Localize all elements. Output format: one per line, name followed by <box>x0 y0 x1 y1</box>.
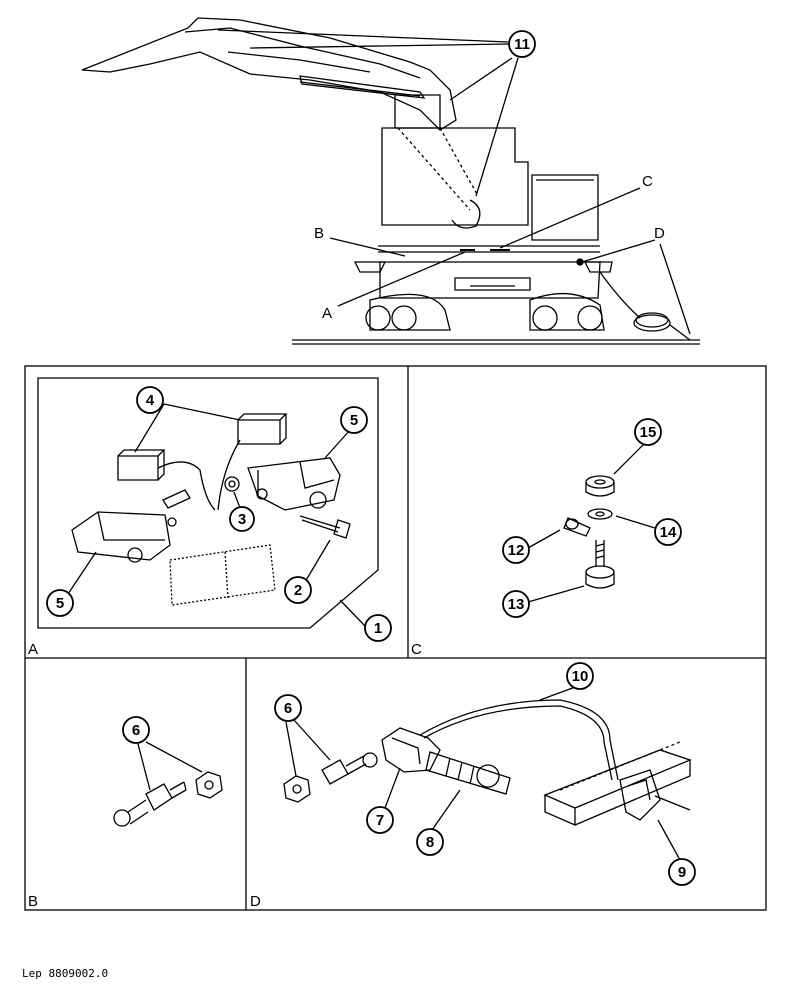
callout-11-circle <box>508 30 536 58</box>
callout-11: 11 <box>514 36 530 53</box>
callout-d8-circle <box>416 828 444 856</box>
panel-letter-b: B <box>28 893 38 910</box>
overview-leaders <box>217 29 691 335</box>
document-reference: Lep 8809002.0 <box>22 967 109 980</box>
panel-letter-a: A <box>28 641 38 658</box>
callout-c12-circle <box>502 536 530 564</box>
callout-c13-circle <box>502 590 530 618</box>
callout-a1: 1 <box>374 620 382 637</box>
callout-a2-circle <box>284 576 312 604</box>
overview-letter-b: B <box>314 225 324 242</box>
callout-c15: 15 <box>640 424 657 441</box>
callout-a1-circle <box>364 614 392 642</box>
callout-a3-circle <box>229 506 255 532</box>
callout-d9: 9 <box>678 864 686 881</box>
callout-b6-circle <box>122 716 150 744</box>
callout-d9-circle <box>668 858 696 886</box>
panel-letter-d: D <box>250 893 261 910</box>
callout-c12: 12 <box>508 542 525 559</box>
panel-letter-c: C <box>411 641 422 658</box>
callout-a5-top-circle <box>340 406 368 434</box>
callout-a4-circle <box>136 386 164 414</box>
callout-a5-bottom: 5 <box>56 595 64 612</box>
callout-d7-circle <box>366 806 394 834</box>
callout-a2: 2 <box>294 582 302 599</box>
callout-c14: 14 <box>660 524 677 541</box>
callout-a3: 3 <box>238 511 246 528</box>
panel-d-parts <box>283 699 692 826</box>
callout-c13: 13 <box>508 596 525 613</box>
callout-c14-circle <box>654 518 682 546</box>
callout-a4: 4 <box>146 392 155 409</box>
callout-b6: 6 <box>132 722 140 739</box>
overview-letter-d: D <box>654 225 665 242</box>
panel-a-leaders <box>67 403 366 627</box>
machine-overview <box>81 17 700 345</box>
panel-a-parts <box>71 413 351 606</box>
callout-d6-circle <box>274 694 302 722</box>
rail-ground <box>292 339 700 345</box>
panel-d-leaders <box>285 685 681 861</box>
callout-d8: 8 <box>426 834 434 851</box>
callout-a5-bottom-circle <box>46 589 74 617</box>
callout-d10: 10 <box>572 668 589 685</box>
callout-c15-circle <box>634 418 662 446</box>
callout-d10-circle <box>566 662 594 690</box>
callout-d7: 7 <box>376 812 384 829</box>
overview-letter-c: C <box>642 173 653 190</box>
panel-frame-main <box>24 365 767 911</box>
callout-d6: 6 <box>284 700 292 717</box>
boom-arm <box>81 17 457 131</box>
panel-b-parts <box>113 771 223 827</box>
panel-c-parts <box>563 475 615 589</box>
callout-a5-top: 5 <box>350 412 358 429</box>
overview-letter-a: A <box>322 305 332 322</box>
panel-b-leaders <box>137 741 203 791</box>
kit-outline-box <box>37 377 379 629</box>
panel-c-leaders <box>527 439 656 603</box>
